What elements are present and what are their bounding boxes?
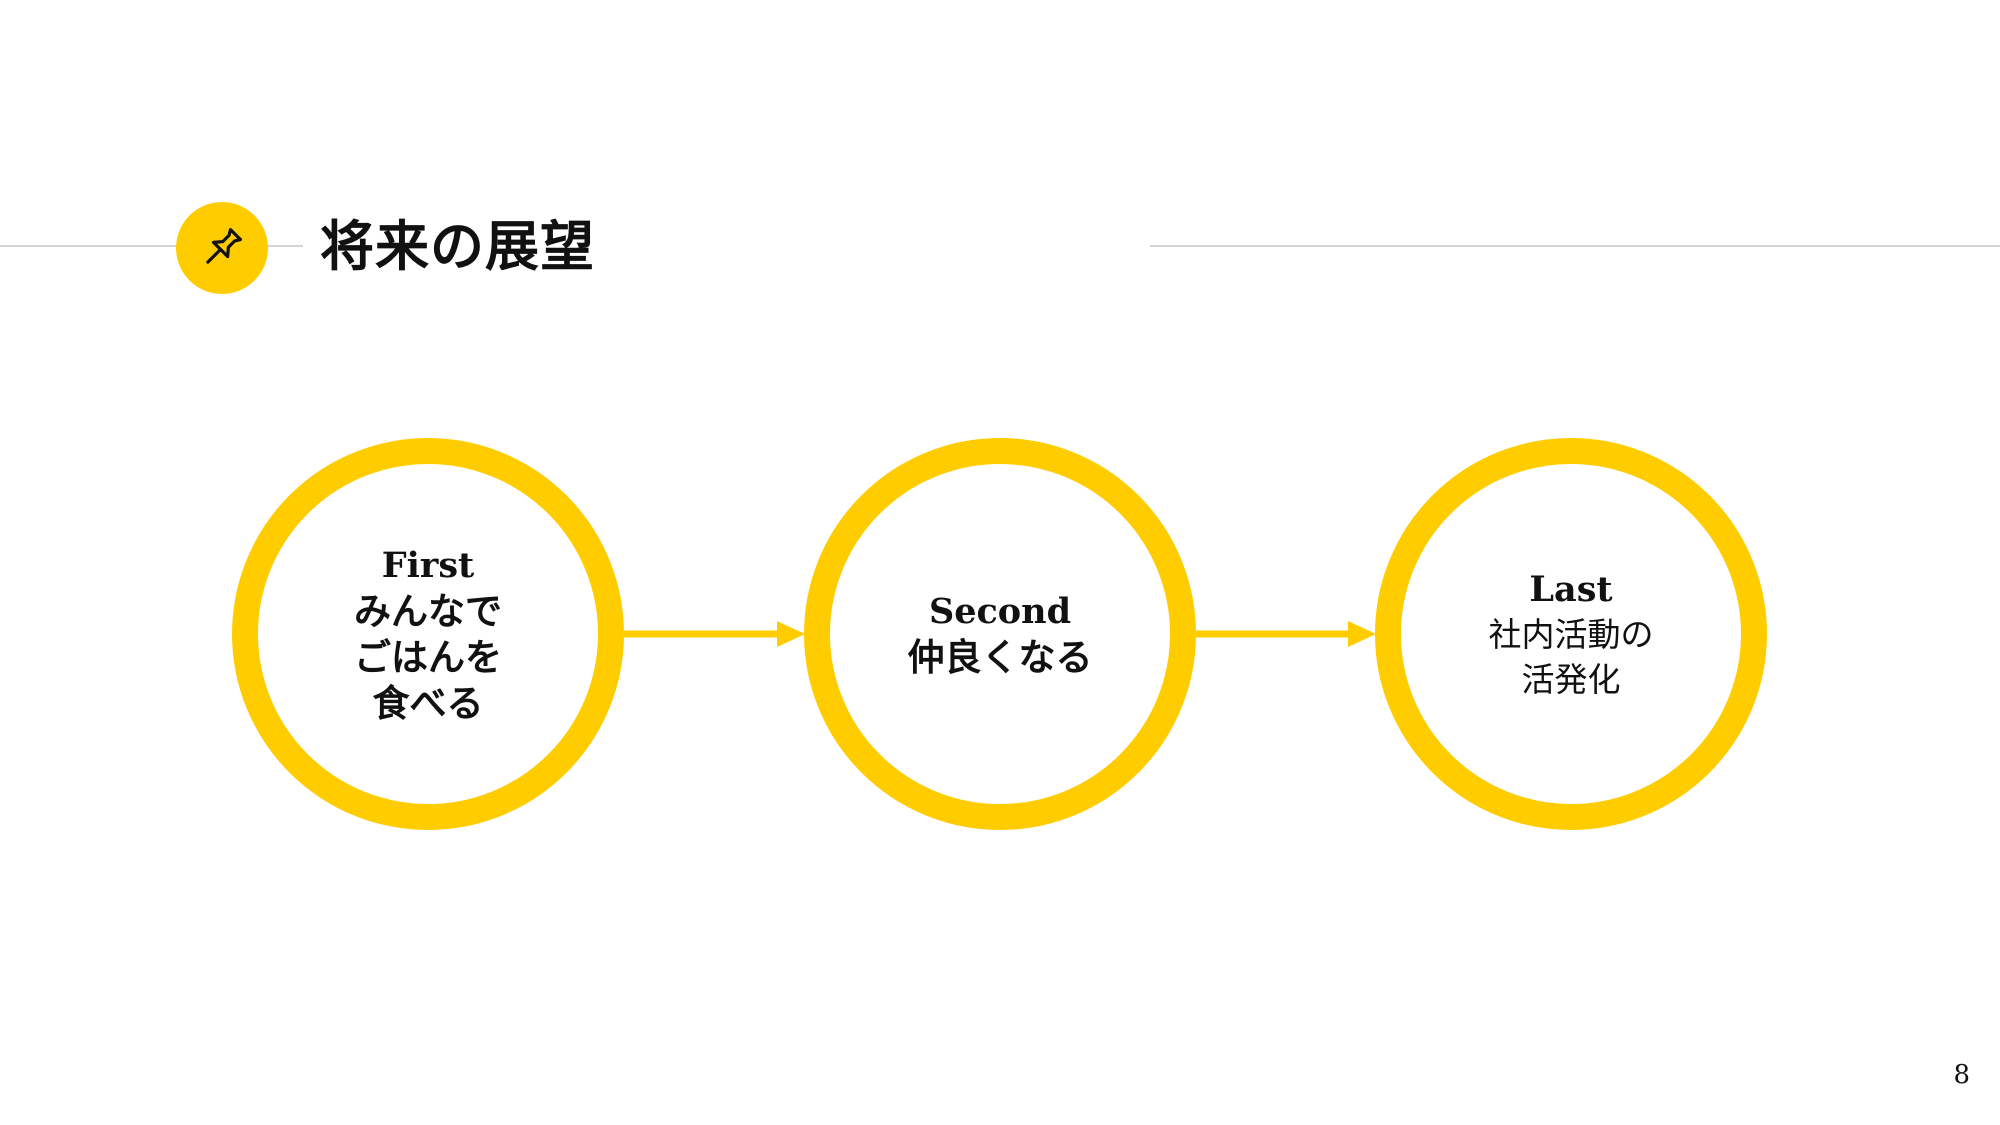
step-first-line-1: みんなで (354, 588, 502, 633)
header-icon-badge (176, 202, 268, 294)
step-last-title: Last (1529, 568, 1613, 610)
step-last-line-1: 社内活動の (1488, 614, 1654, 654)
header-rule-left (0, 245, 303, 247)
header-rule-right (1150, 245, 2000, 247)
step-second-title: Second (928, 590, 1072, 632)
step-last-circle: Last 社内活動の 活発化 (1375, 438, 1767, 830)
page-title: 将来の展望 (320, 214, 595, 278)
step-first-line-3: 食べる (372, 680, 484, 725)
arrow-right-icon (624, 621, 805, 647)
step-first-circle: First みんなで ごはんを 食べる (232, 438, 624, 830)
step-first-title: First (381, 544, 475, 586)
pushpin-icon (206, 228, 242, 264)
step-second-line-1: 仲良くなる (907, 634, 1093, 679)
arrow-right-icon (1196, 621, 1376, 647)
step-first-line-2: ごはんを (354, 634, 502, 679)
step-last-line-2: 活発化 (1521, 659, 1621, 699)
step-second-circle: Second 仲良くなる (804, 438, 1196, 830)
page-number: 8 (1953, 1060, 1970, 1090)
